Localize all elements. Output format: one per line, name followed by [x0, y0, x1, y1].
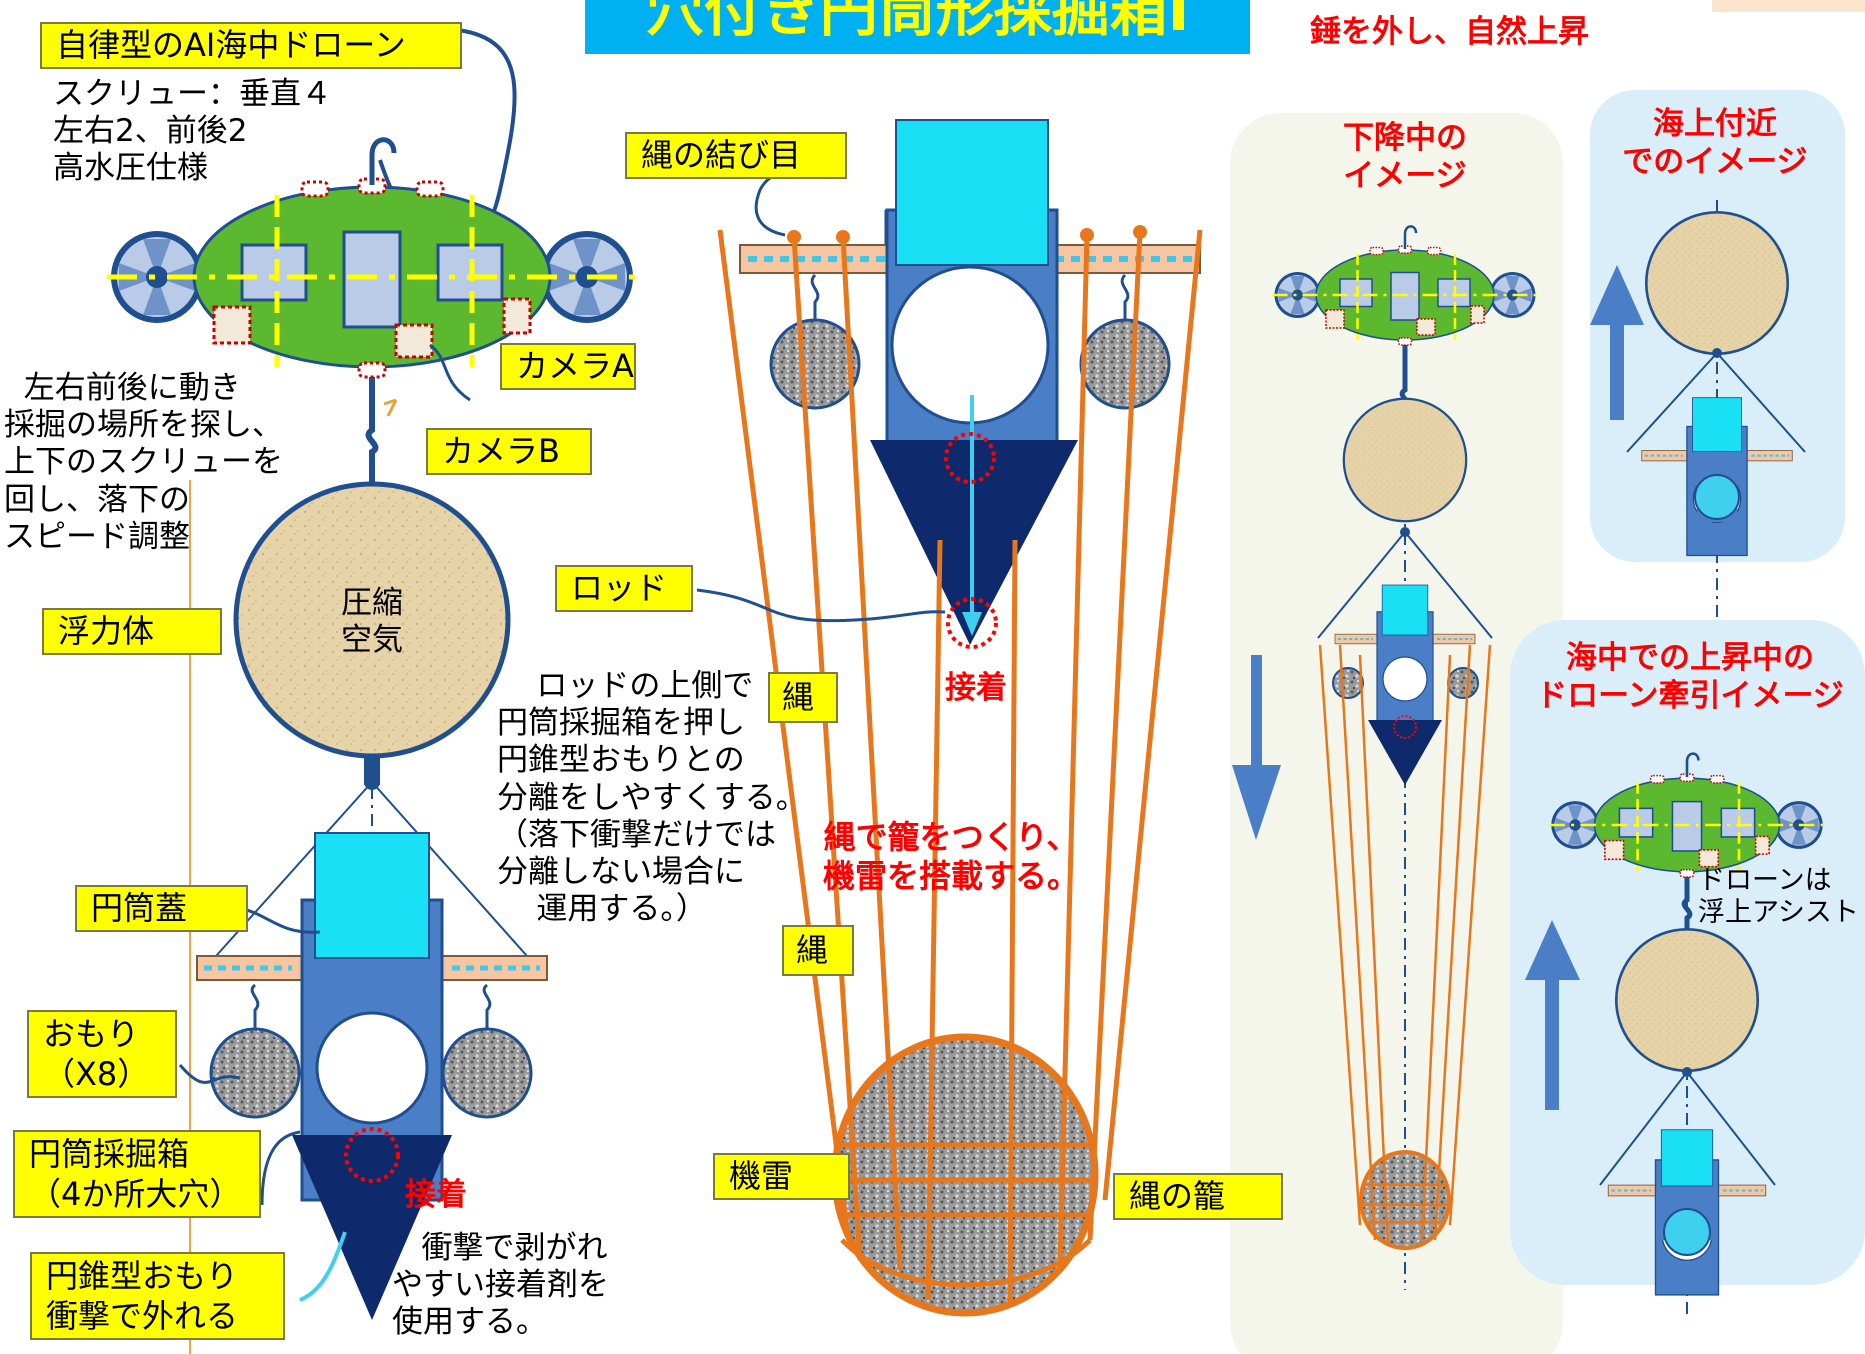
drone-assist-text: ドローンは 浮上アシスト: [1698, 865, 1859, 929]
rod-note-text: ロッドの上側で 円筒採掘箱を押し 円錐型おもりとの 分離をしやすくする。 （落下…: [497, 668, 807, 928]
label-weight: おもり （X8）: [27, 1010, 177, 1098]
center-assembly: [696, 119, 1203, 1317]
label-rope-cage: 縄の籠: [1113, 1173, 1283, 1221]
label-cylinder-lid: 円筒蓋: [75, 885, 248, 933]
label-float-body: 浮力体: [42, 608, 222, 656]
near-surface-caption: 海上付近 でのイメージ: [1622, 106, 1808, 180]
cage-note-text: 縄で籠をつくり、 機雷を搭載する。: [823, 818, 1080, 896]
motion-text: 左右前後に動き 採掘の場所を探し、 上下のスクリューを 回し、落下の スピード調…: [4, 370, 283, 555]
label-rope-knot: 縄の結び目: [625, 132, 847, 180]
label-mine: 機雷: [713, 1153, 850, 1201]
label-drone: 自律型のAI海中ドローン: [40, 22, 462, 70]
near-surface-assembly: [1590, 200, 1806, 620]
label-camera-a: カメラA: [500, 343, 636, 391]
label-dig-box: 円筒採掘箱 （4か所大穴）: [13, 1130, 261, 1218]
drone-spec-text: スクリュー：垂直４ 左右2、前後2 高水圧仕様: [53, 76, 332, 187]
towing-assembly: [1525, 754, 1825, 1320]
glue-center-text: 接着: [945, 670, 1007, 706]
corner-box: [1712, 0, 1865, 12]
descending-caption: 下降中の イメージ: [1343, 120, 1467, 194]
left-assembly: [107, 28, 637, 1354]
label-rope-2: 縄: [782, 925, 854, 977]
adhesive-note-text: 衝撃で剥がれ やすい接着剤を 使用する。: [392, 1230, 609, 1341]
label-cone-weight: 円錐型おもり 衝撃で外れる: [30, 1252, 285, 1340]
diagram-title: 穴付き円筒形採掘箱Ⅰ: [585, 0, 1250, 54]
compressed-air-text: 圧縮 空気: [341, 585, 403, 659]
glue-left-text: 接着: [405, 1177, 467, 1213]
label-rod: ロッド: [555, 565, 693, 613]
top-red-note: 錘を外し、自然上昇: [1310, 14, 1589, 50]
descending-assembly: [1232, 226, 1538, 1290]
label-rope-1: 縄: [768, 672, 838, 724]
towing-caption: 海中での上昇中の ドローン牽引イメージ: [1536, 640, 1844, 714]
label-camera-b: カメラB: [426, 428, 592, 476]
